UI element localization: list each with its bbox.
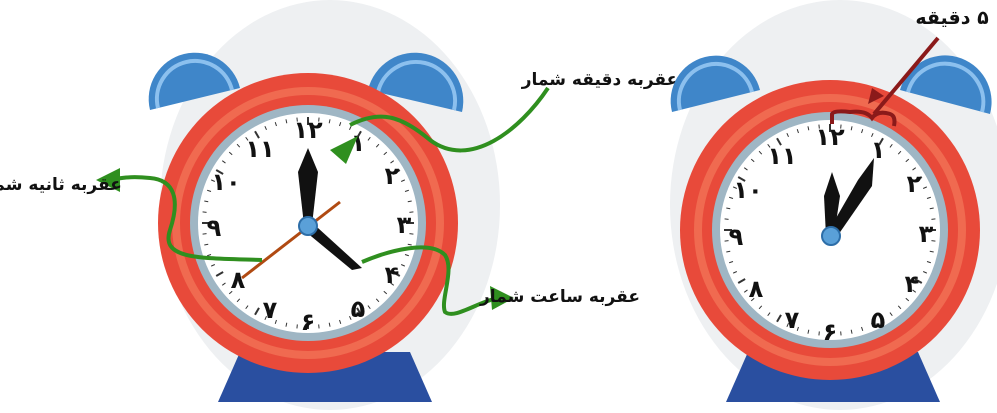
numeral-3: ٣ xyxy=(397,211,412,239)
numeral-2: ٢ xyxy=(907,170,922,198)
minute-hand-label: عقربه دقیقه شمار xyxy=(521,70,679,90)
numeral-10: ١٠ xyxy=(211,168,240,196)
interval-label: ۵ دقیقه xyxy=(915,7,989,29)
left-center-cap xyxy=(299,217,317,235)
numeral-7: ٧ xyxy=(785,306,800,334)
numeral-3: ٣ xyxy=(919,220,934,248)
numeral-6: ۶ xyxy=(301,308,316,336)
numeral-4: ۴ xyxy=(905,270,920,298)
numeral-10: ١٠ xyxy=(733,176,762,204)
numeral-2: ٢ xyxy=(385,162,400,190)
numeral-8: ٨ xyxy=(749,275,764,303)
left-alarm-clock: ١٢ ١ ٢ ٣ ۴ ۵ ۶ ٧ ٨ ٩ ١٠ ١١ عقربه دقیقه ش… xyxy=(0,0,678,410)
numeral-12: ١٢ xyxy=(815,123,845,151)
numeral-11: ١١ xyxy=(245,135,274,163)
numeral-5: ۵ xyxy=(351,295,366,323)
right-center-cap xyxy=(822,227,840,245)
numeral-12: ١٢ xyxy=(293,116,323,144)
numeral-8: ٨ xyxy=(231,266,246,294)
numeral-5: ۵ xyxy=(871,306,886,334)
numeral-4: ۴ xyxy=(385,261,400,289)
numeral-11: ١١ xyxy=(767,142,796,170)
numeral-9: ٩ xyxy=(729,223,744,251)
second-hand-label: عقربه ثانیه شمار xyxy=(0,175,122,195)
right-alarm-clock: ١٢ ١ ٢ ٣ ۴ ۵ ۶ ٧ ٨ ٩ ١٠ ١١ ۵ دقیقه xyxy=(670,0,997,410)
hour-hand-label: عقربه ساعت شمار xyxy=(479,287,640,307)
numeral-6: ۶ xyxy=(823,318,838,346)
numeral-9: ٩ xyxy=(207,214,222,242)
numeral-7: ٧ xyxy=(263,296,278,324)
